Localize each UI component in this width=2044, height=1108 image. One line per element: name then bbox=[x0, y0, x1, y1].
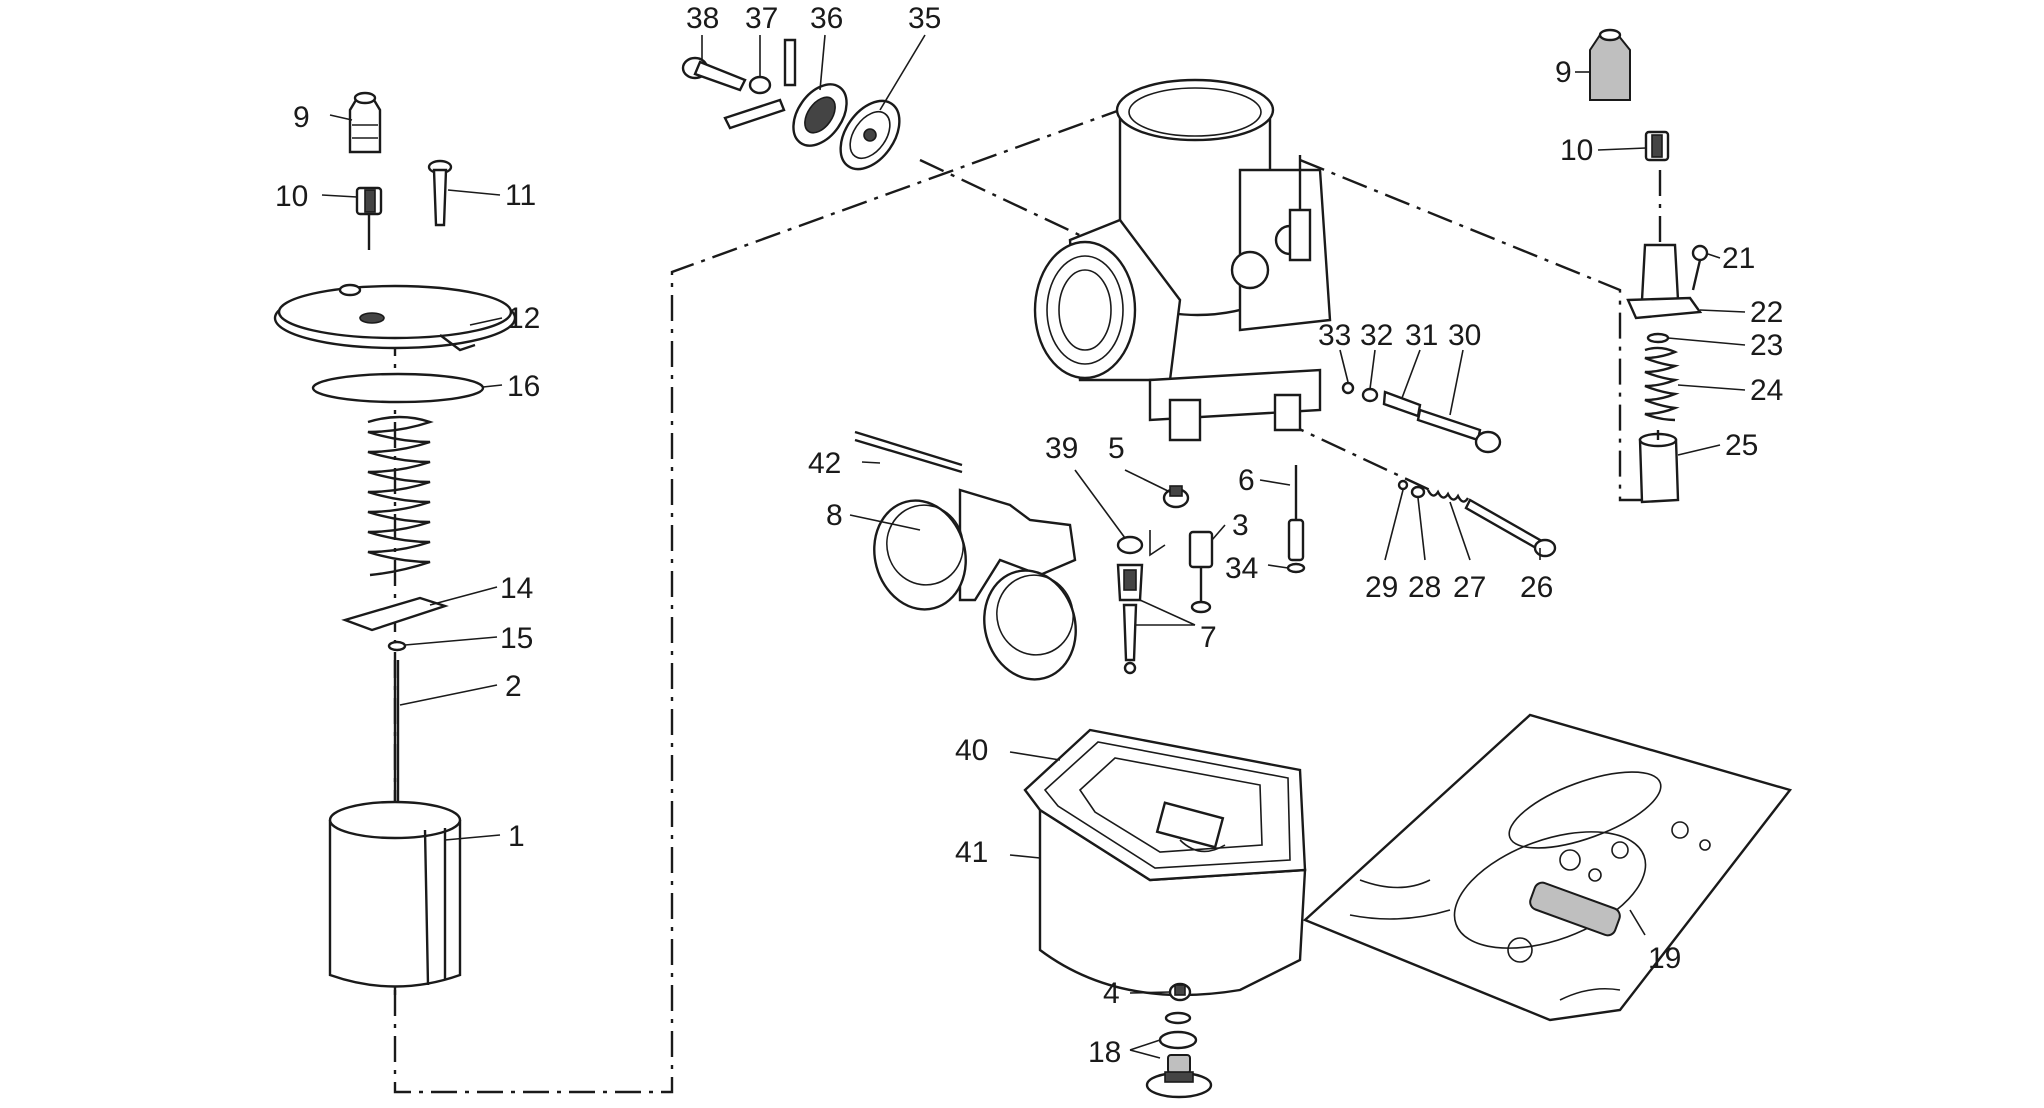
callout-11: 11 bbox=[505, 179, 536, 212]
part-26-29-screw-set bbox=[1397, 479, 1557, 558]
callout-10-left: 10 bbox=[275, 180, 308, 213]
part-37-washer bbox=[748, 75, 772, 95]
part-35-diaphragm bbox=[839, 99, 901, 171]
callout-19: 19 bbox=[1648, 942, 1681, 975]
part-30-33-screw-set bbox=[1341, 381, 1502, 454]
callout-22: 22 bbox=[1750, 296, 1783, 329]
callout-40: 40 bbox=[955, 734, 988, 767]
callout-41: 41 bbox=[955, 836, 988, 869]
part-14-plate bbox=[341, 596, 449, 632]
part-42-rod bbox=[854, 430, 963, 467]
part-38-bolt bbox=[681, 56, 747, 92]
part-4-screw bbox=[1168, 982, 1192, 1002]
callout-14: 14 bbox=[500, 572, 533, 605]
callout-2: 2 bbox=[505, 670, 522, 703]
callout-12: 12 bbox=[507, 302, 540, 335]
callout-36: 36 bbox=[810, 2, 843, 35]
part-11-screw bbox=[427, 159, 453, 227]
callout-18: 18 bbox=[1088, 1036, 1121, 1069]
callout-1: 1 bbox=[508, 820, 525, 853]
callout-9-left: 9 bbox=[293, 101, 310, 134]
part-10-adjuster-left bbox=[355, 186, 383, 250]
part-22-housing bbox=[1626, 243, 1703, 320]
part-18-drain-plug bbox=[1145, 1054, 1213, 1099]
callout-24: 24 bbox=[1750, 374, 1783, 407]
part-24-spring bbox=[1644, 346, 1680, 422]
throttle-slide-assembly bbox=[273, 91, 517, 995]
part-3-jet-holder bbox=[1188, 530, 1214, 614]
part-6-34-pilot-jet bbox=[1286, 465, 1306, 574]
part-36-fitting bbox=[723, 38, 848, 147]
callout-38: 38 bbox=[686, 2, 719, 35]
callout-15: 15 bbox=[500, 622, 533, 655]
callout-42: 42 bbox=[808, 447, 841, 480]
callout-9-right: 9 bbox=[1555, 56, 1572, 89]
part-25-plunger bbox=[1638, 430, 1680, 504]
callout-30: 30 bbox=[1448, 319, 1481, 352]
callout-34: 34 bbox=[1225, 552, 1258, 585]
callout-10-right: 10 bbox=[1560, 134, 1593, 167]
middle-parts bbox=[854, 381, 1557, 681]
callout-3: 3 bbox=[1232, 509, 1249, 542]
callout-8: 8 bbox=[826, 499, 843, 532]
callout-29: 29 bbox=[1365, 571, 1398, 604]
part-21-screw bbox=[1691, 244, 1709, 291]
choke-assembly bbox=[1589, 28, 1709, 504]
callout-21: 21 bbox=[1722, 242, 1755, 275]
callout-28: 28 bbox=[1408, 571, 1441, 604]
leader-lines bbox=[321, 34, 1746, 1059]
assembly-lines bbox=[393, 108, 1662, 1094]
part-spring-left bbox=[367, 415, 434, 577]
part-5-jet bbox=[1162, 485, 1190, 509]
callout-5: 5 bbox=[1108, 432, 1125, 465]
part-19-gasket-kit bbox=[1302, 713, 1793, 1022]
pump-parts bbox=[681, 38, 901, 171]
part-8-float bbox=[873, 488, 1077, 681]
part-12-cover bbox=[273, 283, 517, 352]
part-15-clip bbox=[387, 640, 407, 652]
callout-33: 33 bbox=[1318, 319, 1351, 352]
part-16-gasket bbox=[311, 372, 485, 404]
callout-16: 16 bbox=[507, 370, 540, 403]
callout-6: 6 bbox=[1238, 464, 1255, 497]
callout-32: 32 bbox=[1360, 319, 1393, 352]
part-9-cap-left bbox=[348, 91, 382, 154]
callout-7: 7 bbox=[1200, 621, 1217, 654]
callout-39: 39 bbox=[1045, 432, 1078, 465]
callout-labels: 38 37 36 35 9 10 11 12 16 14 15 2 1 42 8… bbox=[275, 2, 1783, 1069]
callout-25: 25 bbox=[1725, 429, 1758, 462]
callout-35: 35 bbox=[908, 2, 941, 35]
callout-26: 26 bbox=[1520, 571, 1553, 604]
callout-23: 23 bbox=[1750, 329, 1783, 362]
callout-31: 31 bbox=[1405, 319, 1438, 352]
part-10-adjuster-right bbox=[1644, 130, 1670, 162]
callout-27: 27 bbox=[1453, 571, 1486, 604]
float-bowl bbox=[1023, 728, 1307, 997]
part-9-cap-right bbox=[1589, 28, 1631, 101]
part-23-washer bbox=[1646, 332, 1670, 344]
callout-4: 4 bbox=[1103, 977, 1120, 1010]
callout-37: 37 bbox=[745, 2, 778, 35]
part-1-slide bbox=[328, 800, 462, 995]
carburetor-body bbox=[1033, 78, 1332, 442]
